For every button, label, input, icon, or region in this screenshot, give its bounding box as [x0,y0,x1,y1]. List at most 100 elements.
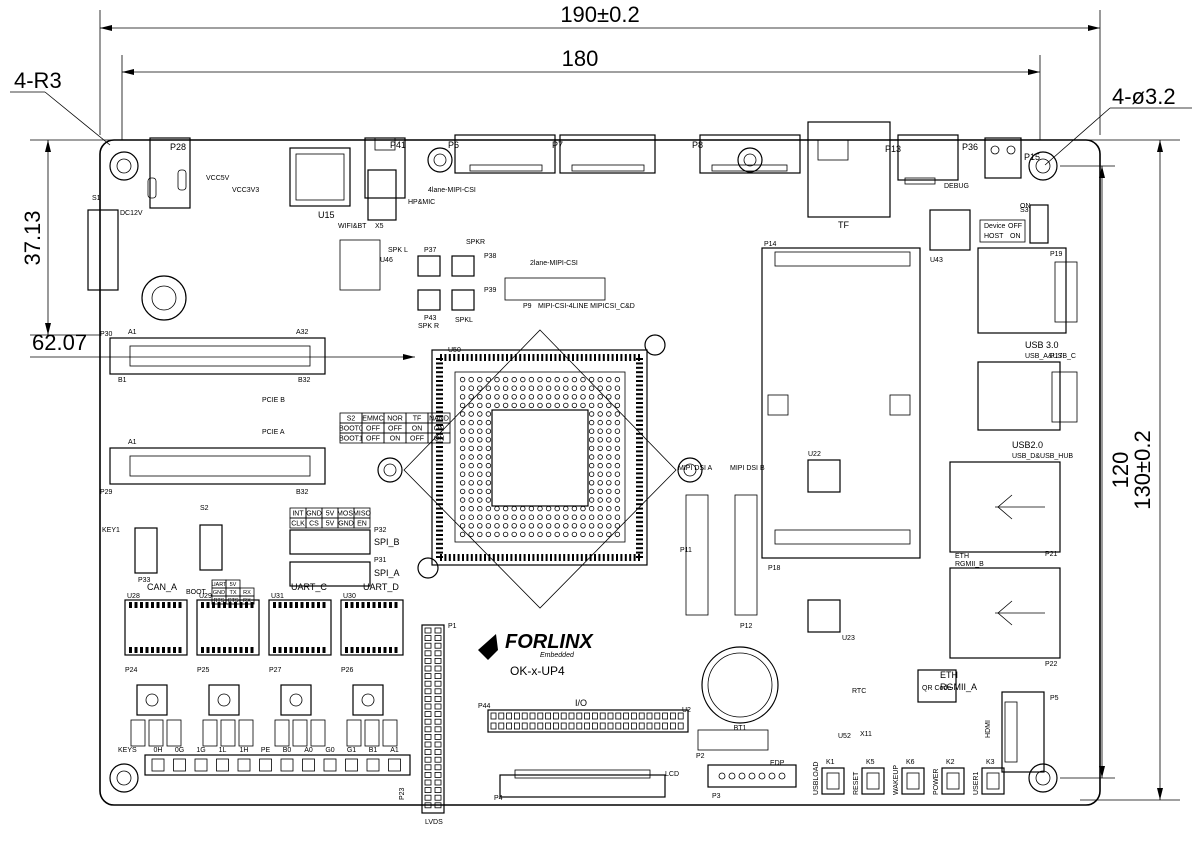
label-u43: U43 [930,257,943,264]
label-p6: P6 [448,140,459,150]
lvds-pin [434,802,442,809]
soc-pin [629,554,632,561]
transceiver-name: UART_C [291,582,327,592]
soc-pin [636,542,643,545]
transceiver-pin [217,647,221,653]
terminal-slot [148,719,164,747]
key-pin-label: G0 [325,747,334,754]
transceiver-pin [389,602,392,608]
mounting-hole-mid [417,147,763,579]
bga-ball [485,523,492,529]
bga-ball [485,411,492,417]
label-spi-b: SPI_B [374,537,400,547]
soc-pin [558,554,561,561]
soc-pin [636,529,643,532]
bga-ball [580,514,586,520]
lvds-pin [424,688,432,695]
bga-ball [502,376,509,383]
soc-pin [444,554,447,561]
soc-pin [436,490,443,492]
power-jack-p28: P28 [147,137,191,209]
soc-pin [545,554,548,561]
lvds-pin [424,718,432,725]
bga-ball [537,385,543,391]
tactile-button [821,767,845,795]
label-p4: P4 [494,795,503,802]
label-pcie-b: PCIE B [262,397,285,404]
transceiver-name: UART_D [363,582,399,592]
spi-table-text: MOSI [337,511,355,518]
bga-ball [528,505,535,512]
lvds-pin [434,734,442,740]
soc-pin [484,554,486,561]
lvds-pin [434,627,442,634]
bga-ball [459,488,466,495]
boot-table-text: EMMC [362,416,383,423]
io-pin [677,712,684,720]
io-pin [638,712,645,720]
boot-table-text: BOOT1 [339,436,363,443]
label-mipi-4lane: 4lane-MIPI-CSI [428,187,476,194]
bga-ball [502,523,509,529]
transceiver-pin [378,602,381,608]
bga-ball [459,514,466,520]
soc-pin [576,354,579,361]
bga-ball [520,531,526,538]
transceiver-pin [372,602,376,608]
soc-pin [636,525,643,528]
soc-pin [436,476,443,479]
label-rtc: RTC [852,688,866,695]
io-pin [646,712,653,720]
key-pin-label: B1 [369,747,378,754]
transceiver-pin [245,602,248,608]
bga-ball [477,419,483,426]
csi-connector-p6: P6 4lane-MIPI-CSI [428,134,556,194]
bga-ball [580,394,586,400]
soc-pin [510,354,513,361]
soc-pin [636,362,643,365]
soc-pin [436,459,443,462]
dimension-top-total: 190±0.2 [99,2,1101,135]
bga-ball [511,514,517,520]
transceiver-pin [234,602,237,608]
soc-pin [636,393,643,396]
label-p44: P44 [478,703,491,710]
bga-ball [494,531,500,538]
dimension-pcie-offset: 62.07 [30,330,415,360]
terminal-hole [145,693,159,707]
io-pin [560,712,567,720]
bga-ball [477,428,483,434]
bga-ball [520,385,526,391]
soc-pin [492,354,495,361]
soc-pin [636,388,643,391]
bga-ball [580,402,586,409]
soc-pin [598,354,601,361]
label-edp: EDP [770,760,785,767]
soc-pin [457,354,460,361]
io-pin [490,712,497,720]
soc-pin [633,354,636,361]
label-vcc3v3: VCC3V3 [232,187,259,194]
button-id: K1 [826,759,835,766]
bga-ball [468,419,474,426]
soc-pin [436,406,443,409]
edp-connector-p3: P3 EDP [707,760,797,800]
bga-ball [528,376,535,383]
boot-table-text: ON [412,426,423,433]
soc-pin [436,507,443,510]
soc-pin [563,354,566,361]
label-eth-a-sub: RGMII_A [940,682,977,692]
soc-pin [440,354,442,361]
soc-pin [466,554,469,561]
bga-ball [459,523,466,529]
terminal-slot [346,719,362,747]
bga-ball [554,505,560,512]
soc-pin [436,503,443,506]
label-key1: KEY1 [102,527,120,534]
transceiver-pin [167,602,171,608]
bga-ball [468,514,474,520]
bga-ball [485,376,492,383]
bga-ball [588,376,595,383]
soc-pin [470,554,473,561]
dimension-right-total: 130±0.2 [1080,139,1180,801]
